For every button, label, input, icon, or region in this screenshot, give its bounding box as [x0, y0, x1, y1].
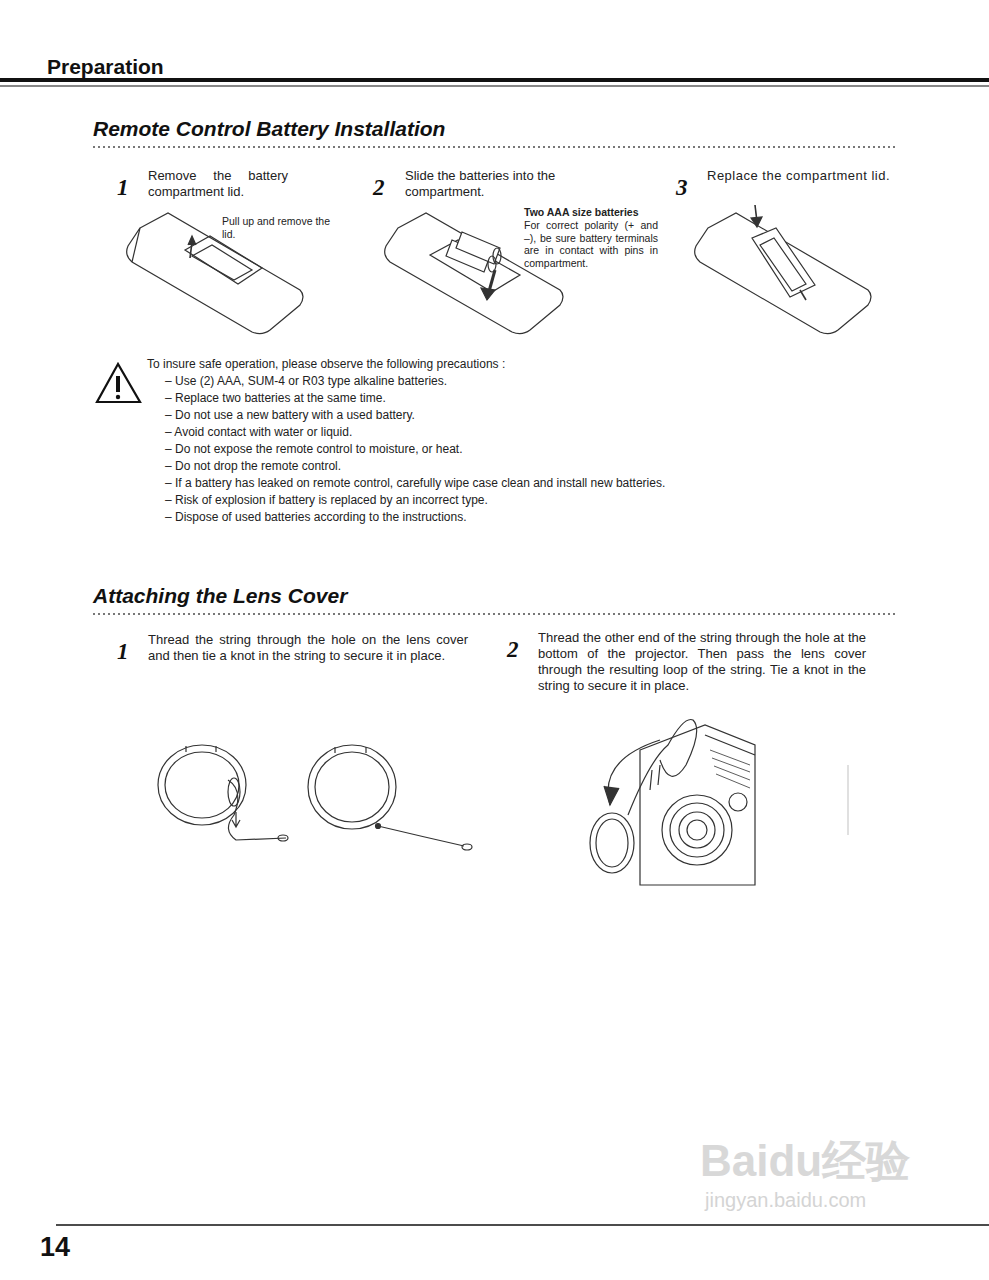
step-text: Thread the string through the hole on th… [148, 632, 468, 664]
step-number: 1 [117, 174, 129, 202]
note-heading: Two AAA size batteries [524, 206, 639, 219]
precaution-item: – Risk of explosion if battery is replac… [165, 493, 488, 508]
precaution-item: – Do not drop the remote control. [165, 459, 341, 474]
remote-illustration [695, 205, 871, 334]
page-number: 14 [40, 1231, 70, 1264]
section-heading: Remote Control Battery Installation [93, 116, 445, 142]
warning-symbol [97, 364, 140, 402]
note: Pull up and remove the lid. [222, 215, 332, 241]
lens-cover-illustration [158, 745, 288, 841]
dotted-rule [93, 146, 898, 148]
precaution-item: – Avoid contact with water or liquid. [165, 425, 352, 440]
footer-rule [56, 1224, 989, 1226]
watermark: jingyan.baidu.com [705, 1188, 866, 1212]
step-text: Remove the battery compartment lid. [148, 168, 288, 200]
note: For correct polarity (+ and –), be sure … [524, 219, 658, 269]
step-text: Replace the compartment lid. [707, 168, 899, 184]
watermark: Baidu经验 [700, 1134, 910, 1188]
precaution-item: – Do not use a new battery with a used b… [165, 408, 415, 423]
header-rule-thin [0, 85, 989, 86]
remote-illustration [385, 213, 563, 334]
precaution-item: – Dispose of used batteries according to… [165, 510, 467, 525]
page-header: Preparation [47, 54, 164, 80]
remote-illustration [127, 213, 303, 334]
precaution-item: – Do not expose the remote control to mo… [165, 442, 463, 457]
lens-cover-illustration [308, 745, 472, 850]
section-heading: Attaching the Lens Cover [93, 583, 347, 609]
precaution-item: – If a battery has leaked on remote cont… [165, 476, 665, 491]
dotted-rule [93, 613, 898, 615]
step-text: Thread the other end of the string throu… [538, 630, 866, 693]
header-rule [0, 78, 989, 82]
step-number: 1 [117, 638, 129, 666]
battery [446, 232, 501, 272]
projector-illustration [590, 720, 848, 885]
precaution-item: – Use (2) AAA, SUM-4 or R03 type alkalin… [165, 374, 447, 389]
step-text: Slide the batteries into the compartment… [405, 168, 570, 200]
step-number: 2 [507, 636, 519, 664]
step-number: 2 [373, 174, 385, 202]
precaution-item: – Replace two batteries at the same time… [165, 391, 386, 406]
step-number: 3 [676, 174, 688, 202]
precaution-intro: To insure safe operation, please observe… [147, 357, 505, 372]
